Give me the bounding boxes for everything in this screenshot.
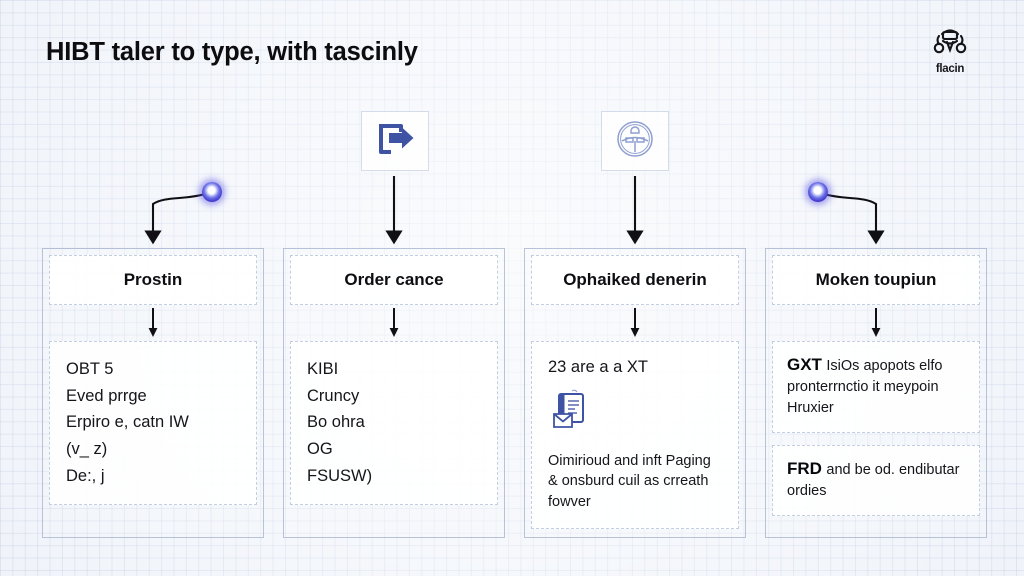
- abstract-mark-icon: [918, 22, 982, 62]
- card-lead: FRD: [787, 459, 822, 479]
- glow-node-icon: [808, 182, 828, 202]
- column-header: Moken toupiun: [772, 255, 980, 305]
- content-card: FRD and be od. endibutar ordies: [772, 445, 980, 517]
- card-paragraph: Oimirioud and inft Paging & onsburd cuil…: [548, 452, 711, 510]
- card-lead: GXT: [787, 355, 822, 374]
- column-header: Ophaiked denerin: [531, 255, 739, 305]
- column-body: 23 are a a XT Oimirioud and inft Paging …: [531, 341, 739, 530]
- card-paragraph: IsiOs apopots elfo pronterrnctio it meyp…: [787, 358, 943, 417]
- column-prostin: Prostin OBT 5 Eved prrge Erpiro e, catn …: [42, 248, 264, 538]
- card-line: Bo ohra: [307, 413, 365, 432]
- card-line: OG: [307, 440, 333, 459]
- card-line: Erpiro e, catn IW: [66, 413, 189, 432]
- card-line: KIBI: [307, 360, 339, 378]
- column-order-cance: Order cance KIBI Cruncy Bo ohra OG FSUSW…: [283, 248, 505, 538]
- card-line: OBT 5: [66, 360, 114, 378]
- arrow-down-icon: [531, 305, 739, 341]
- content-card: KIBI Cruncy Bo ohra OG FSUSW): [290, 341, 498, 505]
- card-line: De:, j: [66, 466, 105, 485]
- page-title: HIBT taler to type, with tascinly: [46, 38, 418, 66]
- content-card: OBT 5 Eved prrge Erpiro e, catn IW (v_ z…: [49, 341, 257, 505]
- column-body: KIBI Cruncy Bo ohra OG FSUSW): [290, 341, 498, 505]
- export-document-icon: [375, 120, 415, 163]
- content-card: GXT IsiOs apopots elfo pronterrnctio it …: [772, 341, 980, 434]
- column-body: OBT 5 Eved prrge Erpiro e, catn IW (v_ z…: [49, 341, 257, 505]
- seal-badge-icon-tile[interactable]: [601, 111, 669, 171]
- column-ophaiked-denerin: Ophaiked denerin 23 are a a XT: [524, 248, 746, 538]
- arrow-down-icon: [772, 305, 980, 341]
- card-line: FSUSW): [307, 466, 373, 485]
- column-moken-toupiun: Moken toupiun GXT IsiOs apopots elfo pro…: [765, 248, 987, 538]
- card-line: Cruncy: [307, 386, 360, 405]
- card-headline: 23 are a a XT: [548, 358, 648, 376]
- card-line: Eved prrge: [66, 386, 147, 405]
- brand-logo: flacin: [918, 22, 982, 75]
- export-document-icon-tile[interactable]: [361, 111, 429, 171]
- brand-name: flacin: [935, 63, 965, 75]
- column-body: GXT IsiOs apopots elfo pronterrnctio it …: [772, 341, 980, 517]
- arrow-down-icon: [49, 305, 257, 341]
- document-envelope-icon: [550, 388, 722, 437]
- column-header: Prostin: [49, 255, 257, 305]
- column-header: Order cance: [290, 255, 498, 305]
- arrow-down-icon: [290, 305, 498, 341]
- content-card: 23 are a a XT Oimirioud and inft Paging …: [531, 341, 739, 530]
- card-paragraph: and be od. endibutar ordies: [787, 462, 960, 500]
- card-line: (v_ z): [66, 440, 108, 459]
- seal-badge-icon: [613, 117, 657, 166]
- glow-node-icon: [202, 182, 222, 202]
